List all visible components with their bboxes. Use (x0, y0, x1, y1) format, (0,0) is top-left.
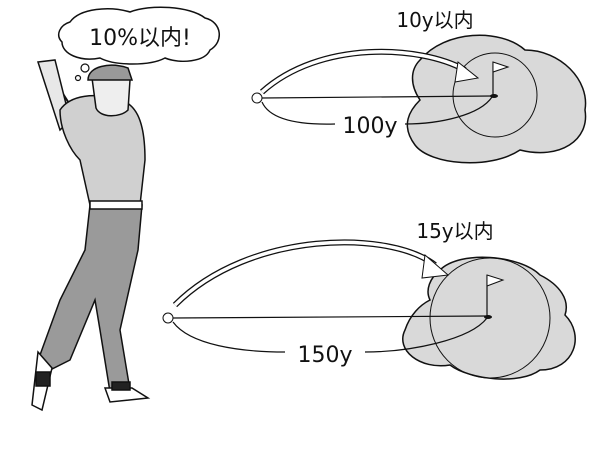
golfer-pants (39, 204, 143, 393)
tolerance-circle-150y (429, 257, 551, 379)
shot-150y-diagram: 150y 15y以内 (162, 219, 576, 380)
tolerance-label-150y: 15y以内 (416, 219, 493, 243)
golfer-shirt (59, 94, 146, 206)
green-100y (406, 34, 587, 164)
golfer-illustration (31, 59, 151, 412)
tolerance-circle-100y (452, 52, 538, 138)
speech-bubble: 10%以内! (58, 6, 220, 82)
tolerance-label-100y: 10y以内 (396, 8, 473, 32)
ball-100y (251, 92, 263, 104)
distance-label-150y: 150y (297, 343, 352, 368)
golfer-cap (87, 64, 134, 81)
distance-label-100y: 100y (342, 114, 397, 139)
speech-text: 10%以内! (89, 26, 191, 51)
ball-150y (162, 312, 174, 324)
shot-100y-diagram: 100y 10y以内 (251, 8, 587, 164)
